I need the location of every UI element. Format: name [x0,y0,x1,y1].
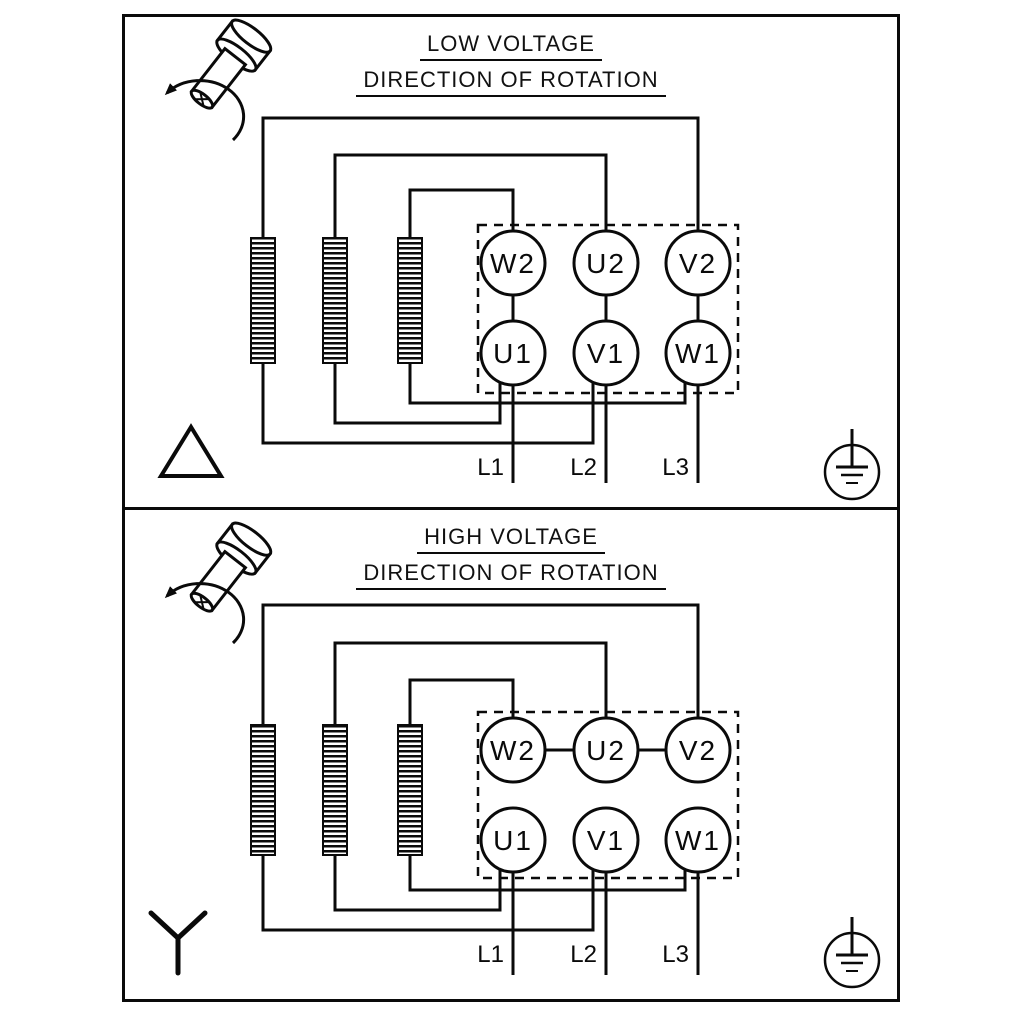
terminal-label-U1: U1 [493,338,533,369]
star-icon [148,910,208,976]
terminal-W1 [664,319,732,387]
wire-winding3-to-W1 [408,855,687,892]
wire-winding2-to-U2 [333,641,608,725]
terminal-label-V1: V1 [587,825,625,856]
terminal-label-W2: W2 [490,248,536,279]
low-voltage-wiring: W2 U2 V2 U1 V1 W1 L1 L2 L3 [157,18,881,501]
terminal-label-U1: U1 [493,825,533,856]
winding-wires [261,603,700,975]
terminal-W1 [664,806,732,874]
terminal-U2 [572,229,640,297]
terminal-W2 [479,716,547,784]
terminal-V1 [572,806,640,874]
wire-winding2-to-U1 [333,855,502,912]
wire-winding3-to-W1 [408,363,687,405]
rotation-direction-icon [164,18,273,142]
panel-title: LOW VOLTAGE [420,31,602,62]
terminal-label-V2: V2 [679,735,717,766]
lead-label-L2: L2 [570,941,597,968]
winding-wires [261,116,700,483]
rotation-arrow [164,582,246,645]
wire-winding2-to-U2 [333,153,608,238]
winding-coil-2 [322,724,348,856]
terminal-board: W2 U2 V2 U1 V1 W1 [476,223,740,395]
wire-winding1-to-V1 [261,363,595,445]
low-voltage-titles: LOW VOLTAGE DIRECTION OF ROTATION [125,31,897,104]
winding-coil-1 [250,724,276,856]
winding-coil-1 [250,237,276,364]
wire-winding1-to-V2 [261,603,700,725]
terminal-label-W1: W1 [675,825,721,856]
terminal-label-U2: U2 [586,248,626,279]
wire-winding3-to-W2 [408,188,515,238]
terminal-board: W2 U2 V2 U1 V1 W1 [476,710,740,880]
wire-winding3-to-W2 [408,678,515,725]
panel-title: HIGH VOLTAGE [417,524,605,555]
panel-subtitle: DIRECTION OF ROTATION [356,561,666,591]
terminal-board-outline [476,710,740,880]
terminal-U1 [479,319,547,387]
winding-coil-3 [397,724,423,856]
lead-label-L1: L1 [477,941,504,968]
wire-winding1-to-V1 [261,855,595,932]
lead-label-L2: L2 [570,454,597,481]
rotation-arrow [164,79,246,142]
high-voltage-panel: HIGH VOLTAGE DIRECTION OF ROTATION [122,507,900,1002]
high-voltage-titles: HIGH VOLTAGE DIRECTION OF ROTATION [125,524,897,597]
terminal-board-outline [476,223,740,395]
delta-icon [157,423,225,478]
ground-icon [823,917,881,989]
wire-winding2-to-U1 [333,363,502,425]
lead-label-L3: L3 [662,941,689,968]
wire-winding1-to-V2 [261,116,700,238]
terminal-label-W1: W1 [675,338,721,369]
terminal-label-U2: U2 [586,735,626,766]
winding-coil-2 [322,237,348,364]
winding-coil-3 [397,237,423,364]
lead-label-L1: L1 [477,454,504,481]
terminal-label-V1: V1 [587,338,625,369]
terminal-label-W2: W2 [490,735,536,766]
terminal-U1 [479,806,547,874]
terminal-V2 [664,716,732,784]
terminal-W2 [479,229,547,297]
ground-icon [823,429,881,501]
terminal-U2 [572,716,640,784]
stator-windings [250,237,423,364]
terminal-label-V2: V2 [679,248,717,279]
low-voltage-panel: LOW VOLTAGE DIRECTION OF ROTATION [122,14,900,510]
stator-windings [250,724,423,856]
panel-subtitle: DIRECTION OF ROTATION [356,68,666,98]
terminal-V1 [572,319,640,387]
rotation-direction-icon [164,521,273,645]
lead-label-L3: L3 [662,454,689,481]
high-voltage-wiring: W2 U2 V2 U1 V1 W1 L1 L2 L3 [148,521,881,989]
terminal-V2 [664,229,732,297]
